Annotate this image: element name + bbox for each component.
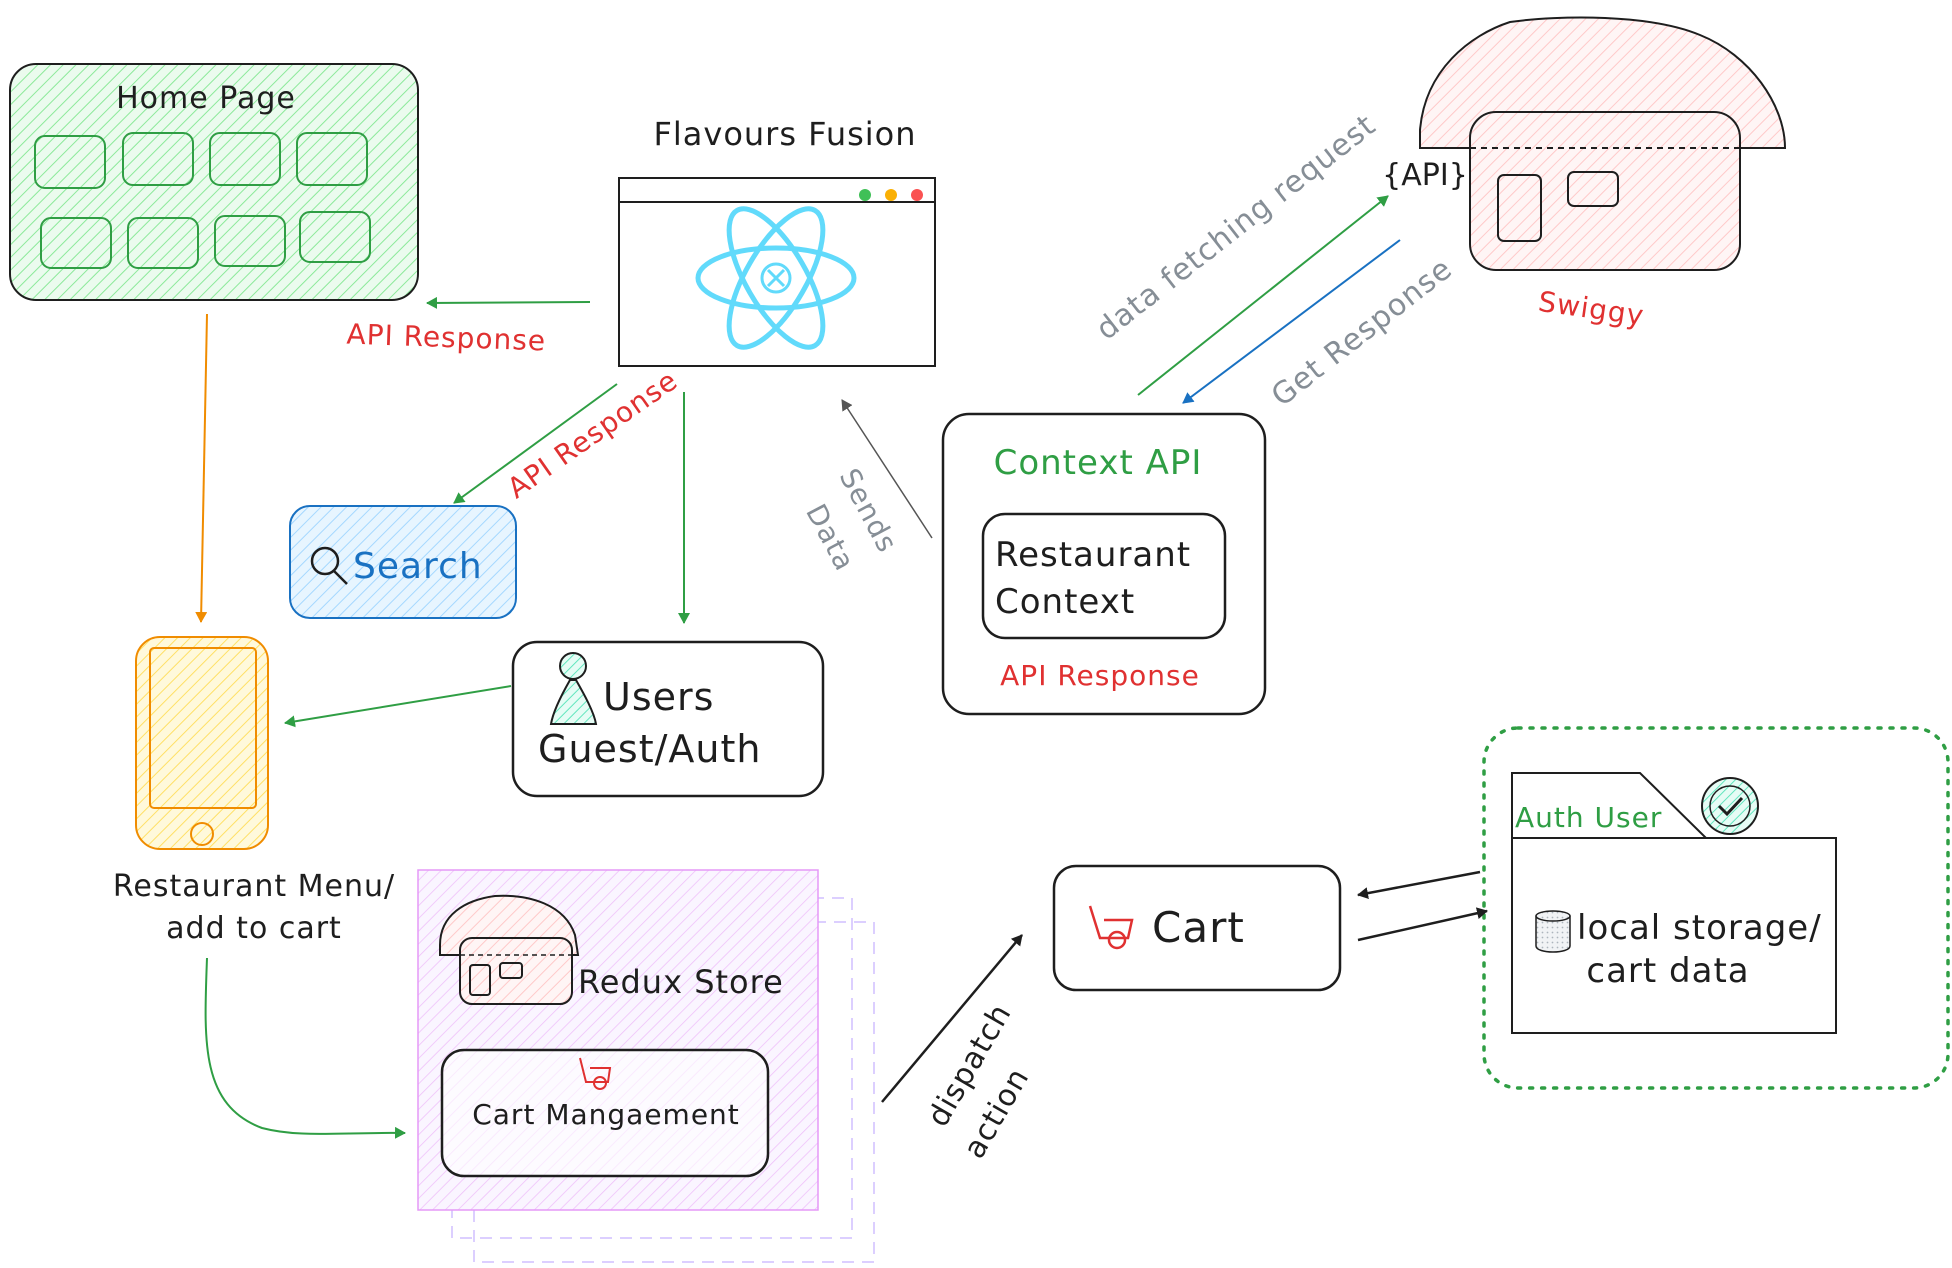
swiggy-label: Swiggy (1536, 285, 1646, 333)
window-dot-yellow (885, 189, 897, 201)
restaurant-context-line1: Restaurant (995, 535, 1191, 575)
edge-users-to-menu (284, 685, 512, 728)
store-icon (439, 894, 580, 1005)
users-line2: Guest/Auth (538, 727, 761, 771)
label-api-response-home: API Response (346, 318, 547, 358)
edge-swiggy-to-context (1182, 239, 1401, 404)
local-storage-line1: local storage/ (1577, 908, 1822, 948)
edges (195, 195, 1488, 1139)
restaurant-menu-line1: Restaurant Menu/ (113, 869, 395, 904)
window-dot-red (911, 189, 923, 201)
home-page-title: Home Page (116, 81, 296, 116)
swiggy-window (1567, 171, 1619, 207)
api-badge: {API} (1382, 158, 1468, 193)
edge-storage-to-cart (1357, 870, 1481, 900)
app-title: Flavours Fusion (653, 115, 916, 153)
context-api-node: Context API Restaurant Context API Respo… (941, 412, 1267, 716)
label-data-fetching: data fetching request (1090, 108, 1383, 348)
home-page-node: Home Page (9, 63, 419, 301)
edge-context-to-app (841, 399, 933, 539)
cart-management-box (440, 1048, 770, 1178)
label-get-response: Get Response (1265, 251, 1459, 413)
home-page-grid (34, 132, 371, 269)
react-logo-icon (695, 206, 857, 350)
restaurant-menu-node: Restaurant Menu/ add to cart (113, 636, 395, 946)
edge-home-to-menu (195, 313, 208, 623)
auth-user-node: Auth User local storage/ cart data (1482, 726, 1950, 1090)
restaurant-context-line2: Context (995, 582, 1135, 622)
search-node: Search (289, 505, 517, 619)
edge-app-to-home (426, 296, 591, 309)
context-api-footer: API Response (1000, 659, 1200, 692)
cart-node: Cart (1052, 864, 1342, 992)
edge-context-to-swiggy (1137, 195, 1389, 396)
window-dot-green (859, 189, 871, 201)
redux-store-node: Redux Store Cart Mangaement (417, 869, 875, 1263)
database-icon (1535, 910, 1571, 953)
context-api-title: Context API (994, 443, 1203, 483)
edge-menu-to-redux (204, 957, 406, 1139)
search-label: Search (353, 546, 483, 587)
swiggy-door (1497, 174, 1542, 242)
local-storage-line2: cart data (1586, 951, 1749, 991)
cart-label: Cart (1152, 903, 1245, 952)
cart-management-label: Cart Mangaement (472, 1098, 740, 1131)
users-node: Users Guest/Auth (511, 640, 825, 798)
redux-store-title: Redux Store (578, 963, 784, 1001)
app-node: Flavours Fusion (618, 115, 936, 367)
user-icon (549, 652, 598, 725)
browser-window (618, 177, 936, 367)
edge-cart-to-storage (1357, 907, 1488, 942)
restaurant-menu-line2: add to cart (166, 911, 342, 946)
auth-user-tab: Auth User (1515, 801, 1662, 834)
search-icon (310, 546, 348, 585)
check-badge-icon (1701, 777, 1759, 835)
edge-app-to-search (453, 383, 618, 504)
restaurant-context-box (981, 512, 1227, 640)
cart-icon (1088, 905, 1134, 950)
cart-management-cart-icon (579, 1057, 612, 1090)
swiggy-node: {API} Swiggy (1382, 16, 1787, 333)
edge-redux-to-cart (881, 934, 1023, 1103)
label-api-response-search: API Response (501, 363, 684, 505)
users-line1: Users (603, 675, 714, 719)
